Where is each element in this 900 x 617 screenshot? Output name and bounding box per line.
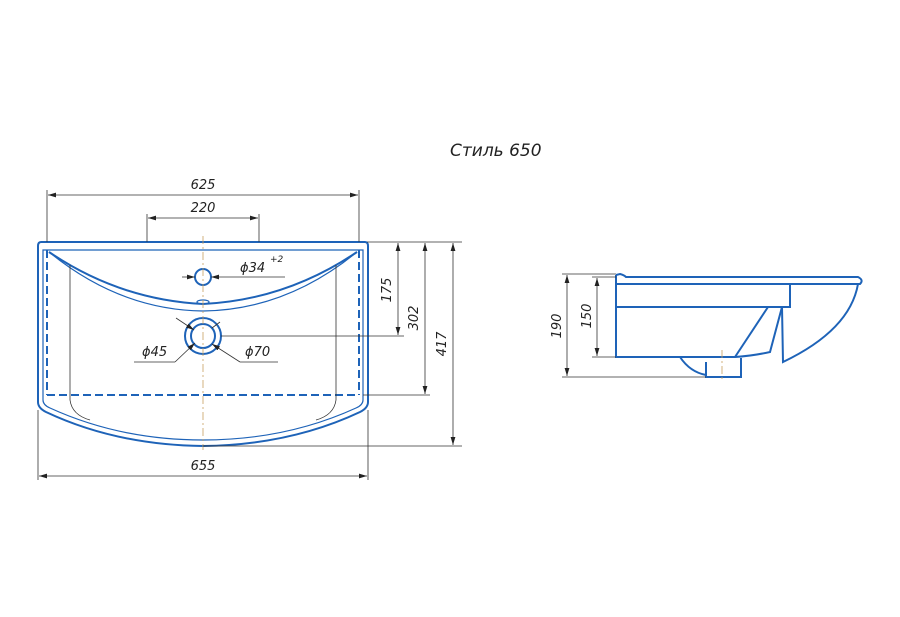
dim-175: 175 (380, 278, 395, 303)
dim-drain-outer: ϕ70 (245, 345, 270, 360)
dim-faucet-hole-tolerance: +2 (270, 255, 284, 265)
dim-655: 655 (191, 459, 216, 474)
dim-302: 302 (407, 306, 422, 331)
dim-190: 190 (550, 314, 565, 339)
side-bowl-front (781, 283, 860, 364)
dim-drain-inner: ϕ45 (142, 345, 167, 360)
dim-417: 417 (435, 331, 450, 357)
dim-faucet-hole: ϕ34 (240, 261, 265, 276)
bowl-side-left (69, 265, 91, 421)
side-view: 190 150 (550, 272, 863, 382)
side-top-ledge (615, 272, 863, 285)
drawing-title: Стиль 650 (450, 141, 542, 161)
dim-150: 150 (580, 304, 595, 329)
side-drain (679, 356, 742, 378)
dim-625: 625 (191, 178, 216, 193)
bowl-side-right (315, 265, 337, 421)
side-body (615, 275, 791, 358)
top-view: 625 220 ϕ34 +2 ϕ45 ϕ70 175 302 417 655 (37, 178, 462, 480)
dim-220: 220 (191, 201, 216, 216)
